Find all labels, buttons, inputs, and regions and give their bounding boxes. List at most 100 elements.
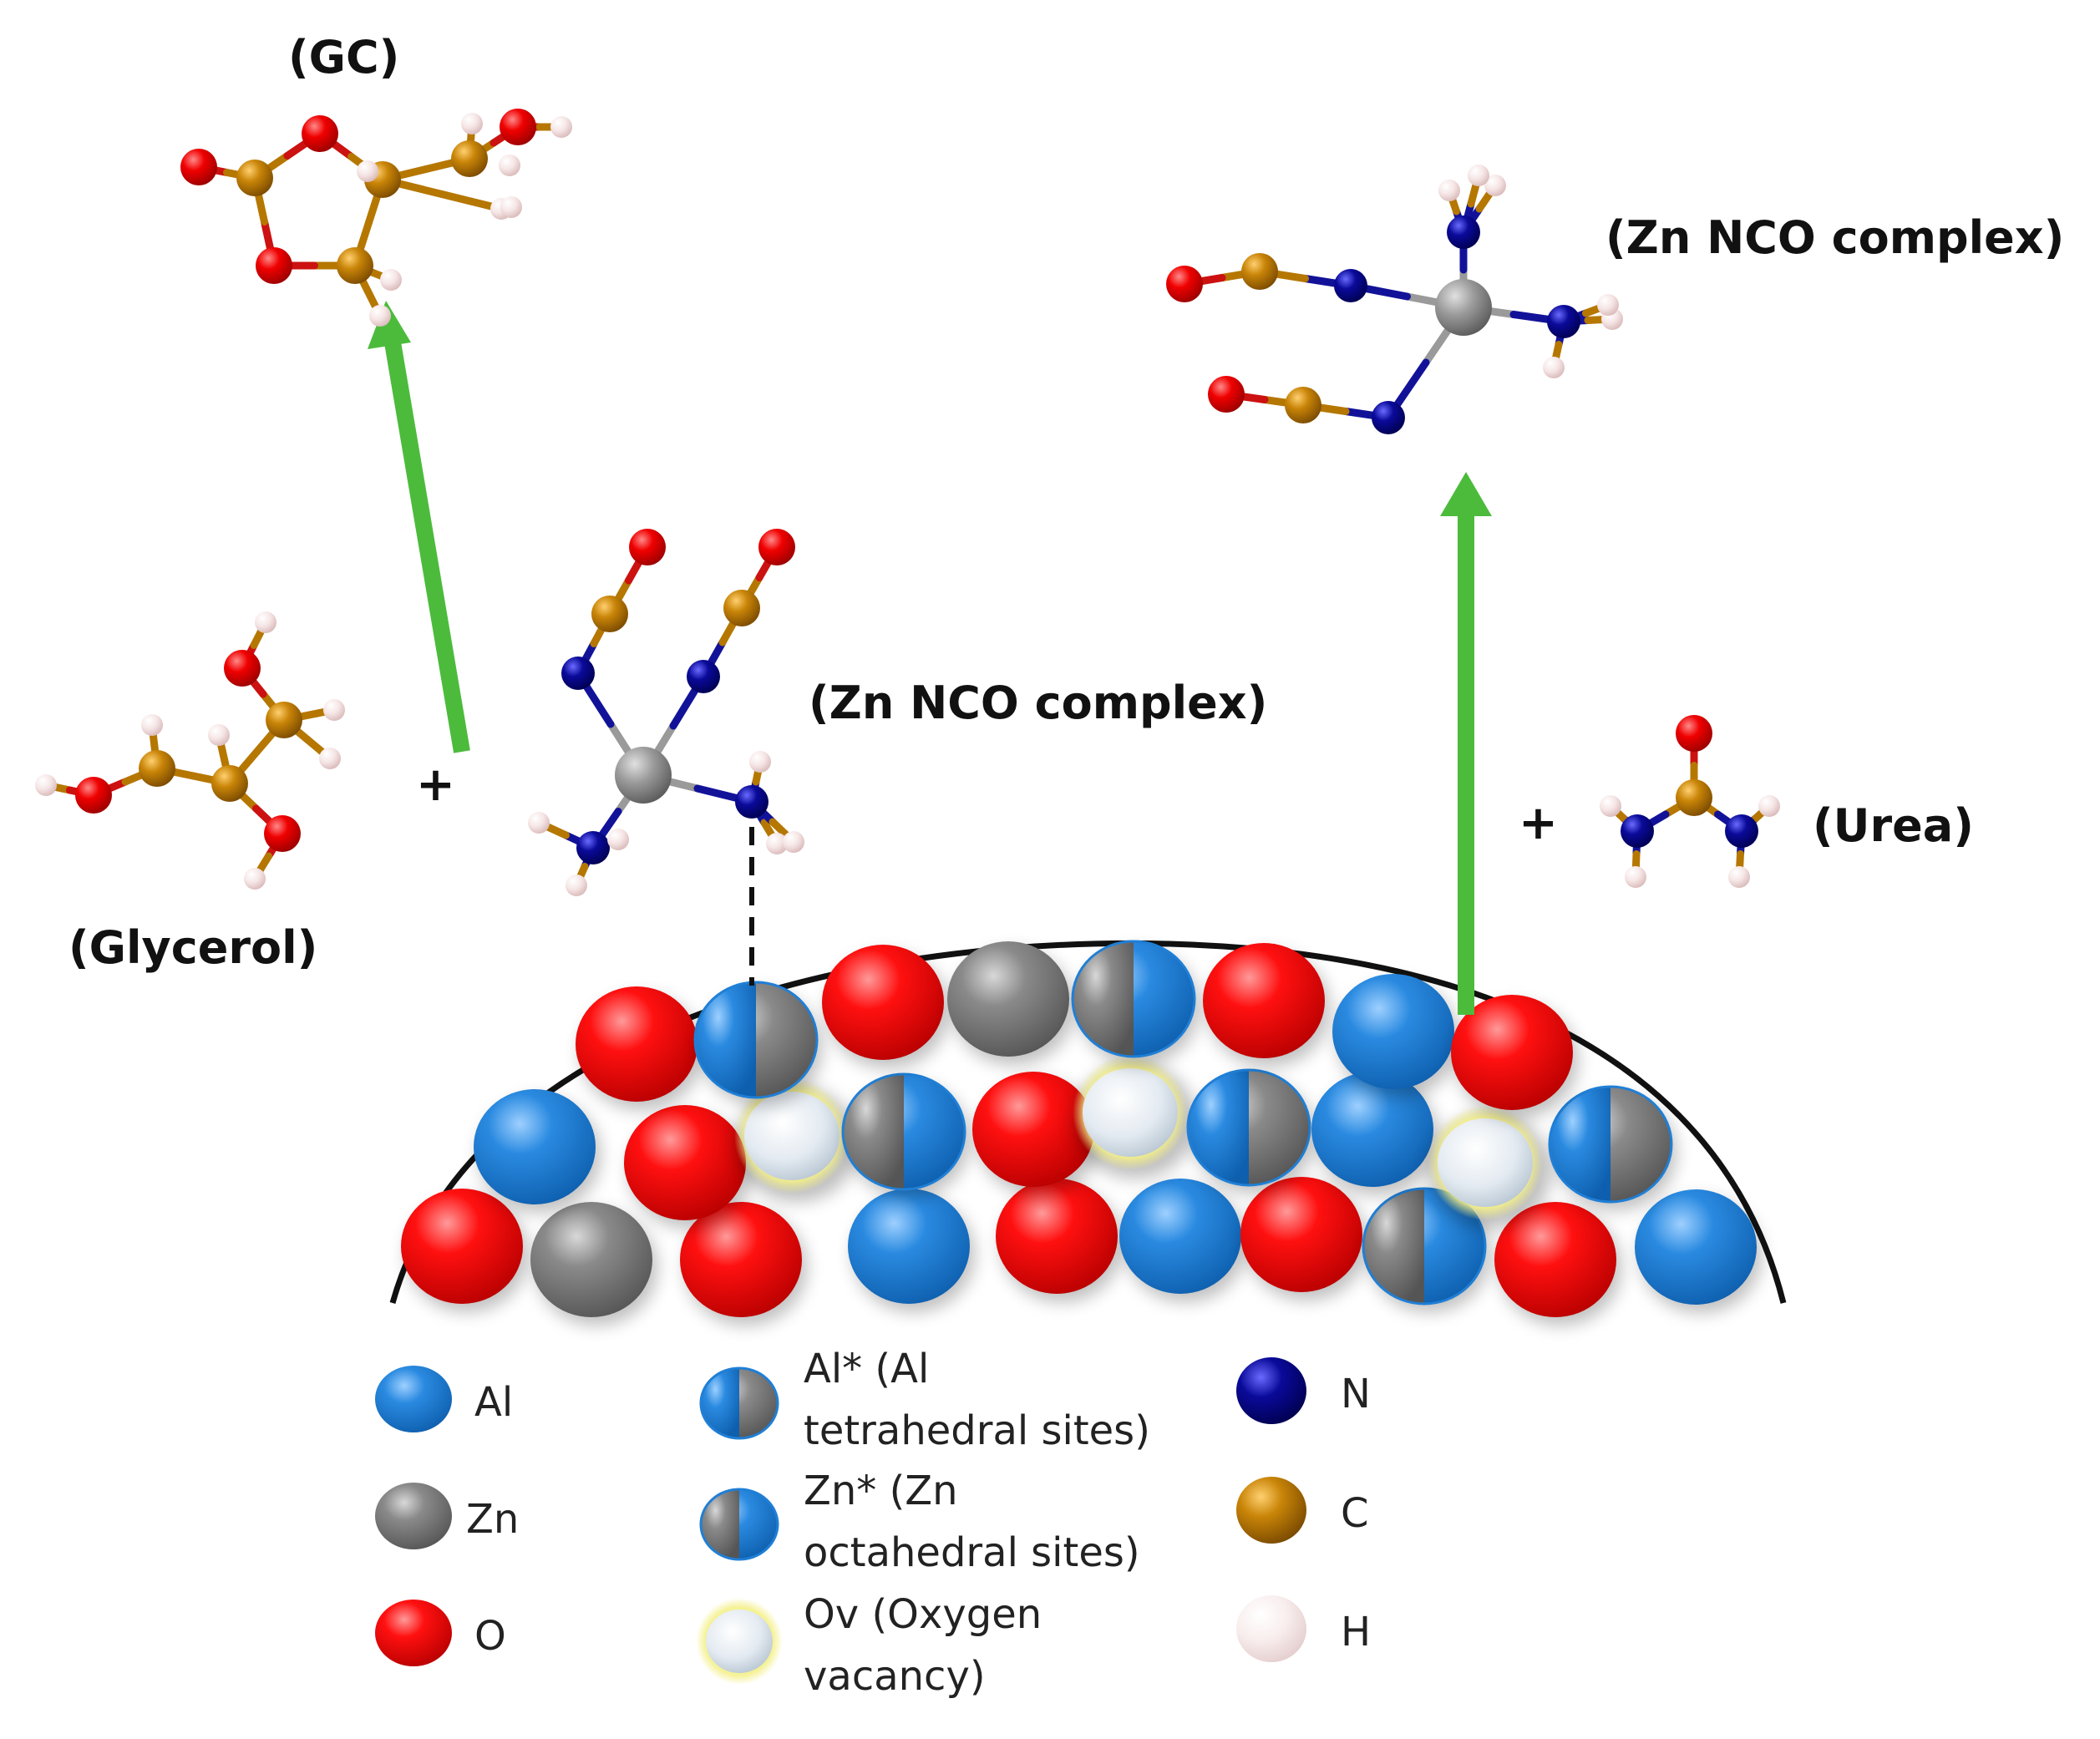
atom-o (264, 815, 301, 852)
lattice-al-ball (1311, 1072, 1438, 1195)
lattice-o-ball (576, 986, 703, 1110)
legend-al-star-label-line2: tetrahedral sites) (804, 1407, 1150, 1454)
plus-sign-right: + (1519, 796, 1558, 850)
lattice-o-ball (822, 945, 949, 1068)
atom-n (1372, 401, 1405, 434)
atom-h (783, 831, 804, 853)
legend-zn-star-label-line1: Zn* (Zn (804, 1468, 958, 1514)
atom-h (749, 751, 771, 773)
atom-c (1676, 779, 1712, 816)
lattice-al-ball (1635, 1189, 1762, 1313)
lattice-alstar-ball (1548, 1085, 1676, 1210)
atom-c (337, 247, 373, 284)
atom-c (211, 765, 248, 802)
atom-h (528, 812, 550, 834)
legend-c-label: C (1341, 1490, 1369, 1537)
lattice-znstar-ball (841, 1072, 970, 1198)
catalyst-lattice (401, 940, 1762, 1326)
atom-h (1597, 294, 1619, 316)
legend-zn-star-label-line2: octahedral sites) (804, 1529, 1140, 1576)
atom-n (1547, 305, 1580, 338)
atom-h (369, 305, 391, 327)
lattice-zn-ball (947, 941, 1074, 1065)
legend-c-swatch (1236, 1477, 1306, 1544)
atom-h (499, 155, 520, 176)
legend-h-label: H (1341, 1609, 1372, 1655)
lattice-o-ball (996, 1179, 1123, 1302)
atom-zn (1435, 279, 1492, 336)
lattice-znstar-ball (1071, 940, 1200, 1065)
atom-h (319, 748, 341, 769)
atom-h (141, 714, 163, 736)
atom-h (1600, 795, 1621, 817)
atom-h (255, 611, 276, 633)
atom-h (550, 116, 572, 138)
molecule-gc (180, 109, 572, 327)
lattice-o-ball (1494, 1202, 1621, 1326)
legend-n-label: N (1341, 1371, 1371, 1417)
atom-o (1166, 266, 1203, 302)
atom-h (380, 269, 402, 291)
atom-h (1543, 357, 1565, 378)
atom-h (500, 196, 522, 218)
lattice-o-ball (972, 1072, 1099, 1195)
lattice-o-ball (1240, 1177, 1367, 1300)
atom-c (723, 590, 760, 626)
lattice-o-ball (624, 1105, 751, 1229)
legend-ov-swatch (696, 1598, 783, 1685)
legend-zn-label: Zn (466, 1496, 520, 1543)
atom-c (266, 702, 302, 738)
lattice-o-ball (1203, 943, 1330, 1067)
legend-al-label: Al (474, 1379, 514, 1426)
legend-o-swatch (375, 1600, 452, 1666)
legend-zn-swatch (375, 1483, 452, 1549)
lattice-alstar-ball (1186, 1068, 1315, 1194)
plus-sign-left: + (416, 758, 455, 812)
lattice-al-ball (848, 1189, 975, 1312)
atom-c (1285, 387, 1321, 423)
atom-h (1758, 795, 1780, 817)
atom-h (1625, 866, 1646, 888)
atom-h (1468, 165, 1489, 186)
atom-o (758, 529, 795, 565)
legend-h-swatch (1236, 1595, 1306, 1662)
zn-nco-complex-label-right: (Zn NCO complex) (1605, 211, 2065, 264)
atom-c (451, 140, 488, 177)
atom-c (591, 596, 628, 632)
legend (375, 1357, 1306, 1685)
atom-h (1728, 866, 1750, 888)
atom-o (75, 777, 112, 814)
legend-al-star-swatch (699, 1366, 779, 1440)
lattice-ov-ball (1428, 1105, 1551, 1229)
atom-o (224, 650, 261, 687)
molecule-glycerol (35, 611, 345, 890)
reaction-arrow-right (1440, 472, 1492, 1015)
atom-c (1241, 253, 1278, 290)
lattice-al-ball (474, 1089, 601, 1213)
atom-h (1484, 175, 1506, 196)
lattice-ov-ball (1073, 1055, 1196, 1179)
molecule-zn-nco-complex-right (1166, 165, 1623, 434)
atom-h (566, 875, 587, 896)
lattice-o-ball (680, 1202, 807, 1326)
atom-h (208, 724, 230, 746)
atom-o (1208, 376, 1245, 413)
atom-h (461, 113, 483, 134)
atom-o (302, 115, 338, 152)
atom-n (1447, 215, 1480, 249)
atom-n (735, 785, 768, 819)
atom-h (1438, 180, 1460, 201)
legend-ov-label-line2: vacancy) (804, 1653, 986, 1700)
atom-h (244, 868, 266, 890)
zn-nco-complex-label-middle: (Zn NCO complex) (809, 677, 1268, 729)
legend-al-swatch (375, 1366, 452, 1432)
atom-h (607, 829, 629, 850)
legend-al-star-label-line1: Al* (Al (804, 1346, 930, 1392)
atom-zn (615, 747, 672, 804)
atom-n (561, 657, 595, 690)
atom-o (180, 149, 217, 185)
atom-h (35, 774, 57, 796)
atom-n (1725, 814, 1758, 848)
legend-ov-label-line1: Ov (Oxygen (804, 1591, 1042, 1638)
